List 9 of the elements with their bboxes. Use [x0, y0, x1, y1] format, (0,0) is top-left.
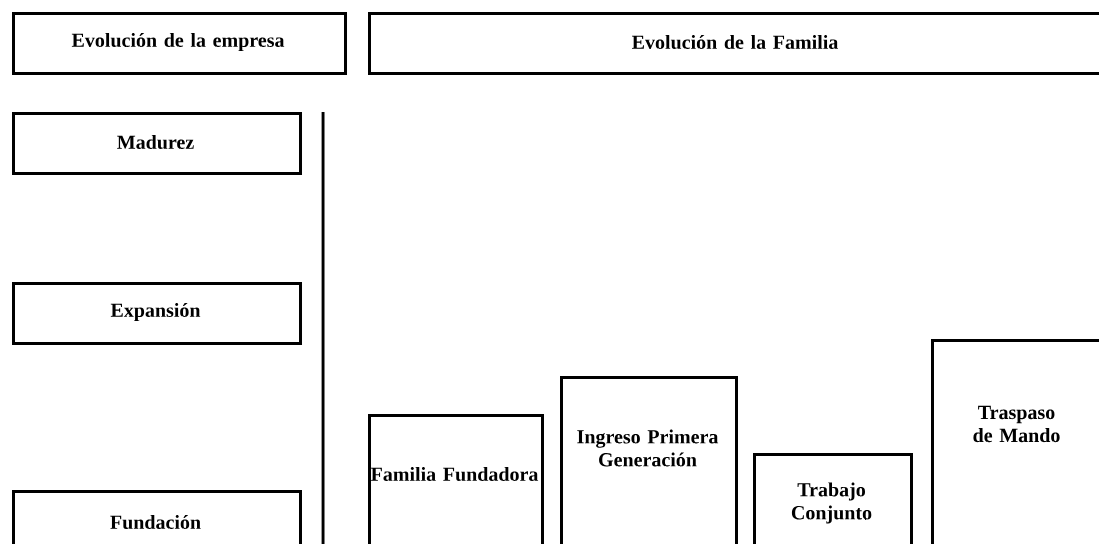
stage-box: Ingreso Primera Generación	[560, 376, 738, 544]
stage-box: Familia Fundadora	[368, 414, 544, 544]
stage-box: Fundación	[12, 490, 302, 544]
heading-box: Evolución de la empresa	[12, 12, 347, 75]
stage-box: Trabajo Conjunto	[753, 453, 913, 544]
stage-box: Traspaso de Mando	[931, 339, 1099, 544]
heading-box: Evolución de la Familia	[368, 12, 1099, 75]
stage-box: Expansión	[12, 282, 302, 345]
stage-box: Madurez	[12, 112, 302, 175]
